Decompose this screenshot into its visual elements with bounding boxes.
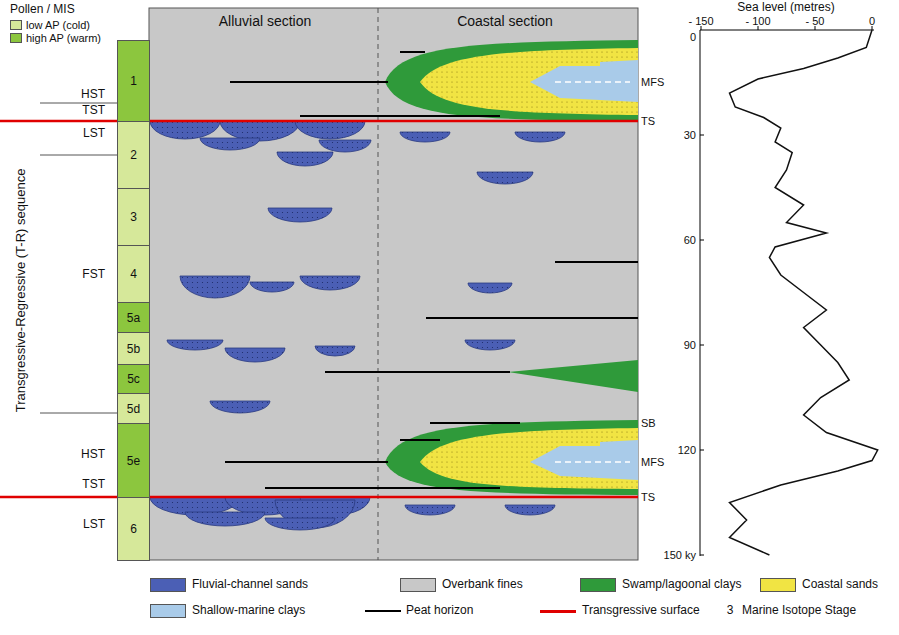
legend-swatch — [400, 578, 436, 592]
sea-level-axes — [700, 26, 874, 556]
tick-label: 30 — [684, 129, 696, 142]
legend-sample-number: 3 — [727, 604, 734, 618]
legend-line — [540, 610, 576, 613]
chart-title: Sea level (metres) — [737, 1, 834, 15]
stage-number: 5a — [127, 311, 140, 325]
tick-label: 0 — [690, 31, 696, 44]
tick-label: - 50 — [806, 15, 825, 28]
swamp-wedge — [385, 420, 638, 495]
mis-band: 4 — [117, 245, 150, 303]
legend-text: Coastal sands — [802, 578, 878, 592]
mis-band: 5b — [117, 332, 150, 365]
tick-label: 150 ky — [664, 549, 696, 562]
legend-text: Overbank fines — [442, 578, 523, 592]
legend-swatch — [150, 604, 186, 618]
legend-text: Marine Isotope Stage — [742, 604, 856, 618]
tick-label: 60 — [684, 234, 696, 247]
surface-label: MFS — [641, 76, 664, 89]
marine-clays — [530, 60, 638, 102]
surface-label: SB — [641, 417, 656, 430]
mis-band: 5e — [117, 423, 150, 498]
section-ground — [149, 8, 638, 560]
stage-number: 5e — [127, 454, 140, 468]
systems-tract: HST — [81, 88, 105, 102]
section-heading: Coastal section — [457, 13, 553, 29]
coastal-sands — [420, 428, 638, 489]
legend-swatch — [150, 578, 186, 592]
legend-swatch — [10, 33, 22, 43]
tick-label: 0 — [869, 15, 875, 28]
mis-band: 6 — [117, 497, 150, 561]
stage-number: 6 — [130, 522, 137, 536]
tick-label: - 150 — [688, 15, 713, 28]
legend-swatch — [10, 20, 22, 30]
mis-band: 1 — [117, 40, 150, 122]
systems-tract: LST — [83, 127, 105, 141]
surface-label: TS — [641, 115, 655, 128]
legend-text: Transgressive surface — [582, 604, 700, 618]
systems-tract: TST — [82, 478, 105, 492]
surface-label: TS — [641, 491, 655, 504]
transgressive-surface — [0, 121, 638, 497]
swamp-wedge — [385, 40, 638, 121]
column-heading: Pollen / MIS — [10, 3, 75, 17]
legend-swatch — [580, 578, 616, 592]
systems-tract: TST — [82, 104, 105, 118]
coastal-sands — [420, 48, 638, 115]
stage-number: 5b — [127, 342, 140, 356]
axis-title: Transgressive-Regressive (T-R) sequence — [15, 168, 30, 412]
marine-clays — [530, 440, 638, 480]
legend-text: low AP (cold) — [26, 19, 90, 32]
systems-tract: LST — [83, 518, 105, 532]
systems-tract: FST — [82, 268, 105, 282]
stage-number: 1 — [130, 74, 137, 88]
legend-text: Fluvial-channel sands — [192, 578, 308, 592]
legend-text: Shallow-marine clays — [192, 604, 305, 618]
mfs-line — [555, 81, 630, 83]
stage-number: 3 — [130, 210, 137, 224]
legend-line — [365, 610, 401, 612]
mis-band: 3 — [117, 188, 150, 246]
section-heading: Alluvial section — [219, 13, 312, 29]
tick-label: 90 — [684, 339, 696, 352]
systems-tract: HST — [81, 448, 105, 462]
stage-number: 5c — [127, 372, 140, 386]
fluvial-channels — [150, 121, 565, 530]
mis-band: 5d — [117, 393, 150, 424]
section-panel: Alluvial section Coastal section — [149, 8, 638, 560]
sea-level-curve — [730, 30, 878, 555]
surface-label: MFS — [641, 456, 664, 469]
mis-band: 5c — [117, 364, 150, 394]
mfs-line — [555, 461, 630, 463]
section-divider — [378, 8, 379, 560]
stage-number: 4 — [130, 267, 137, 281]
peat-horizons — [225, 52, 638, 488]
tract-ticks — [40, 103, 117, 413]
mis-band: 5a — [117, 302, 150, 333]
swamp-wedge — [508, 360, 638, 392]
tick-label: 120 — [678, 444, 696, 457]
tick-label: - 100 — [745, 15, 770, 28]
legend-swatch — [760, 578, 796, 592]
stage-number: 2 — [130, 148, 137, 162]
legend-text: Swamp/lagoonal clays — [622, 578, 741, 592]
legend-text: high AP (warm) — [26, 32, 101, 45]
stage-number: 5d — [127, 402, 140, 416]
legend-text: Peat horizon — [406, 604, 473, 618]
mis-band: 2 — [117, 121, 150, 189]
